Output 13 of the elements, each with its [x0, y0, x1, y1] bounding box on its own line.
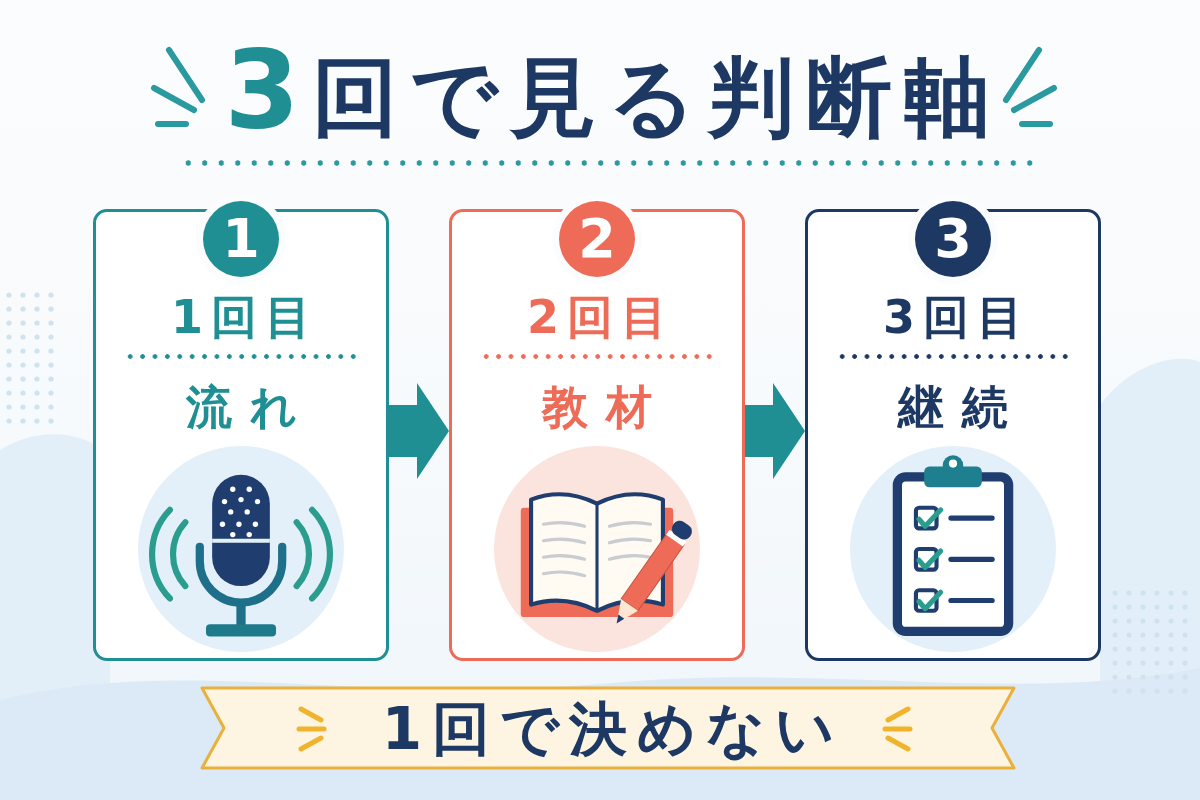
step-heading: 1回目 — [170, 294, 319, 340]
step-heading: 3回目 — [882, 294, 1031, 340]
ribbon-banner — [200, 686, 1016, 770]
title: 3回で見る判断軸 — [223, 36, 1002, 144]
step-title: 流れ — [184, 384, 315, 430]
step-title: 教材 — [540, 384, 670, 430]
arrow — [745, 383, 805, 479]
step-heading: 2回目 — [526, 294, 675, 340]
step-title: 継続 — [896, 384, 1026, 430]
arrow — [389, 383, 449, 479]
step-card — [449, 209, 745, 661]
step-card — [805, 209, 1101, 661]
step-card — [93, 209, 389, 661]
